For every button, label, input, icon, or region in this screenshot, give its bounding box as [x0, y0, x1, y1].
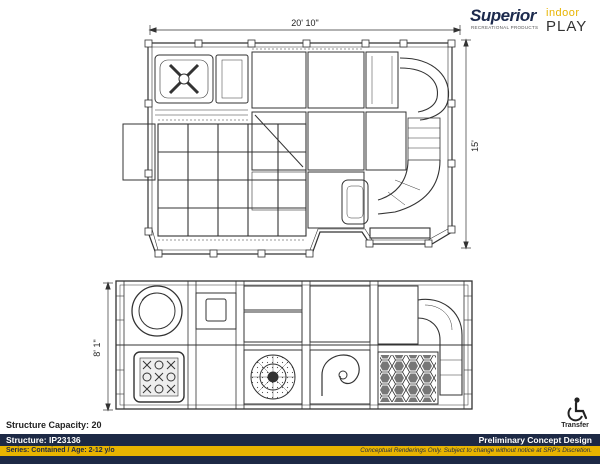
- structure-id: Structure: IP23136: [6, 435, 81, 445]
- logo-brand-sub: RECREATIONAL PRODUCTS: [471, 25, 539, 30]
- transfer-indicator: Transfer: [555, 397, 595, 433]
- title-block: Structure: IP23136 Preliminary Concept D…: [0, 434, 600, 464]
- height-label: 8' 1": [92, 339, 102, 356]
- structure-drawing: 20' 10" 15' 8' 1": [92, 18, 480, 412]
- plan-view: [122, 25, 471, 258]
- elevation-crawl-tube: [131, 285, 183, 337]
- depth-label: 15': [470, 140, 480, 152]
- plan-upper-decks: [251, 51, 365, 229]
- wheelchair-icon: [567, 397, 588, 422]
- transfer-label: Transfer: [561, 422, 589, 429]
- logo-indoor: indoor: [546, 7, 580, 19]
- plan-spiral-slide: [369, 57, 450, 239]
- plan-side-platform: [122, 123, 156, 181]
- elevation-radial-panel: [243, 349, 303, 405]
- logo-brand: Superior: [470, 6, 536, 25]
- structure-capacity: Structure Capacity: 20: [6, 420, 102, 430]
- depth-dimension: [461, 38, 471, 250]
- elevation-hex-panel: [377, 351, 439, 405]
- brand-logo: Superior RECREATIONAL PRODUCTS indoor PL…: [470, 6, 595, 40]
- disclaimer: Conceptual Renderings Only. Subject to c…: [360, 446, 592, 454]
- plan-connector: [341, 51, 407, 225]
- elevation-post-marks: [116, 295, 472, 395]
- series-age: Series: Contained / Age: 2-12 y/o: [6, 446, 115, 454]
- plan-posts: [144, 39, 456, 258]
- width-dimension: [148, 25, 462, 35]
- elevation-curve-panel: [309, 349, 371, 405]
- elevation-posts: [115, 280, 473, 410]
- elevation-tic-tac-toe-panel: [133, 351, 185, 403]
- plan-netting: [158, 48, 362, 241]
- elevation-window-panel: [195, 292, 237, 330]
- elevation-slide: [377, 285, 463, 396]
- elevation-view: [103, 280, 473, 412]
- plan-top-left-module: [154, 54, 249, 116]
- width-label: 20' 10": [291, 18, 318, 28]
- plan-floor-grid: [157, 123, 307, 237]
- logo-play: PLAY: [546, 18, 588, 35]
- height-dimension: [103, 281, 113, 412]
- design-status: Preliminary Concept Design: [478, 435, 592, 445]
- plan-outer-frame: [147, 42, 453, 255]
